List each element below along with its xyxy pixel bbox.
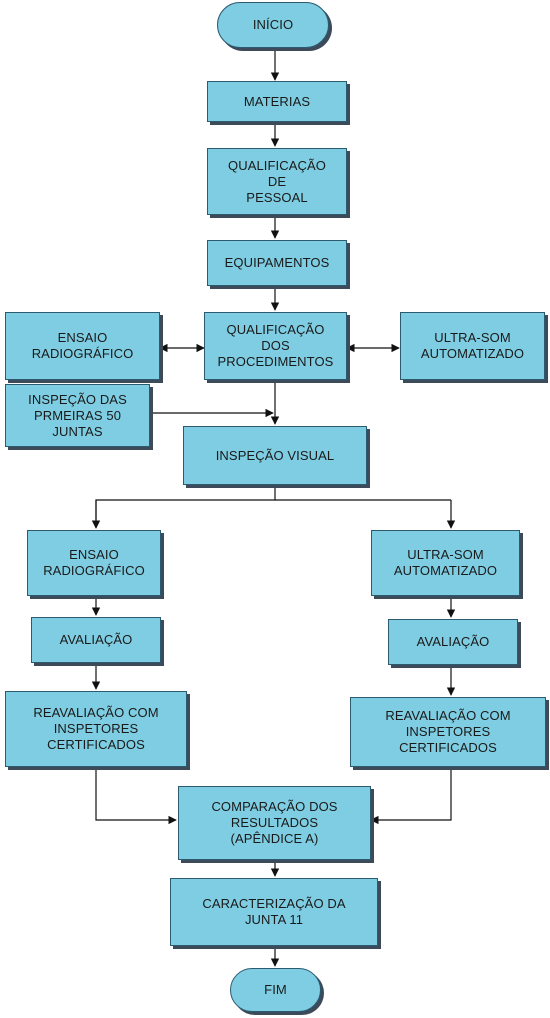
end-node: FIM	[230, 968, 321, 1012]
equipamentos-node: EQUIPAMENTOS	[207, 240, 347, 286]
materias-node: MATERIAS	[207, 81, 347, 122]
ensaio-radiografico-left-node: ENSAIO RADIOGRÁFICO	[5, 312, 160, 380]
caracterizacao-node: CARACTERIZAÇÃO DA JUNTA 11	[170, 878, 378, 946]
inspecao-visual-node: INSPEÇÃO VISUAL	[183, 426, 367, 485]
inspecao-50-juntas-node: INSPEÇÃO DAS PRMEIRAS 50 JUNTAS	[5, 384, 150, 447]
ensaio-radiografico-branch-node: ENSAIO RADIOGRÁFICO	[27, 530, 161, 596]
comparacao-node: COMPARAÇÃO DOS RESULTADOS (APÊNDICE A)	[178, 786, 371, 860]
avaliacao-left-node: AVALIAÇÃO	[31, 617, 161, 663]
branch-split	[95, 485, 276, 526]
qualificacao-procedimentos-node: QUALIFICAÇÃO DOS PROCEDIMENTOS	[204, 312, 347, 380]
avaliacao-right-node: AVALIAÇÃO	[388, 619, 518, 665]
arrow-reavaliacao-right-comparacao	[370, 767, 452, 825]
ultra-som-right-node: ULTRA-SOM AUTOMATIZADO	[400, 312, 545, 380]
arrow-reavaliacao-left-comparacao	[95, 767, 177, 825]
start-node: INÍCIO	[217, 2, 329, 48]
ultra-som-branch-node: ULTRA-SOM AUTOMATIZADO	[371, 530, 520, 596]
qualificacao-pessoal-node: QUALIFICAÇÃO DE PESSOAL	[207, 148, 347, 215]
reavaliacao-right-node: REAVALIAÇÃO COM INSPETORES CERTIFICADOS	[350, 697, 546, 767]
reavaliacao-left-node: REAVALIAÇÃO COM INSPETORES CERTIFICADOS	[5, 691, 187, 767]
